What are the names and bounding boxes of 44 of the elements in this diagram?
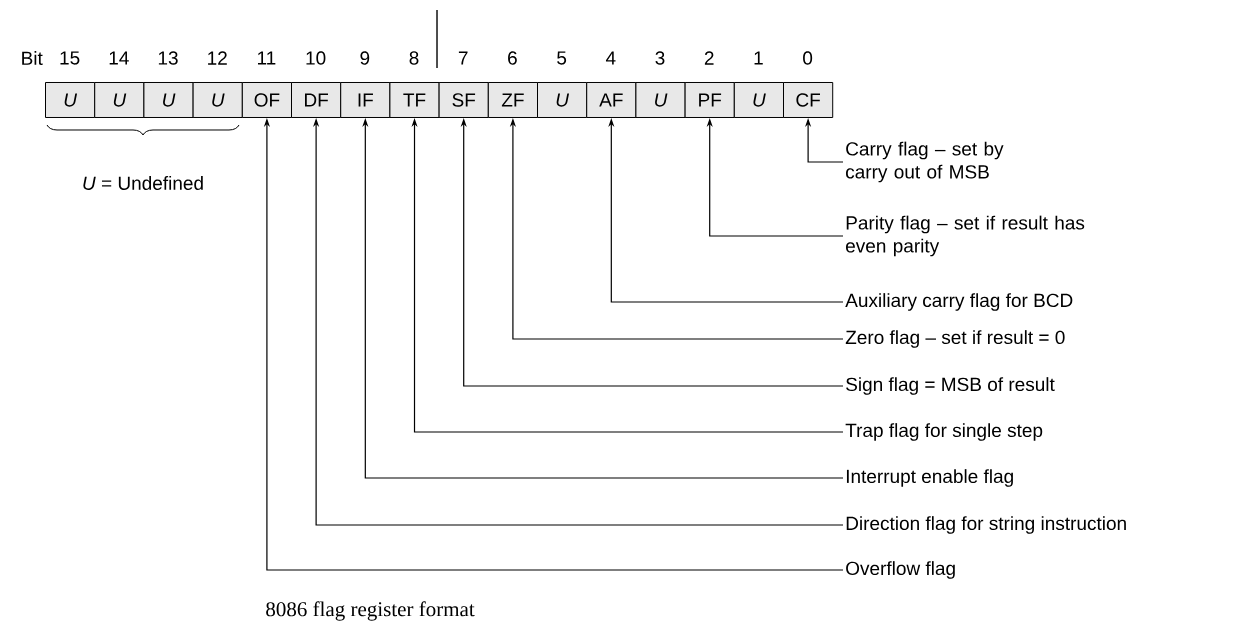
bit-number: 12 xyxy=(208,51,227,65)
bit-number: 6 xyxy=(508,51,517,65)
bit-number: 8 xyxy=(409,51,419,65)
description-text: Carry flag – set by carry out of MSB xyxy=(846,141,1004,183)
register-cell: DF xyxy=(291,82,342,118)
register-cell: U xyxy=(635,82,686,118)
register-cell: OF xyxy=(241,82,292,118)
description-text: Direction flag for string instruction xyxy=(846,516,1126,534)
bit-number: 15 xyxy=(60,51,80,65)
bit-number: 14 xyxy=(109,51,129,65)
bit-number: 5 xyxy=(557,51,567,65)
description-text: Overflow flag xyxy=(846,561,955,579)
register-cell: U xyxy=(94,82,145,118)
register-cell: CF xyxy=(783,82,834,118)
bit-number: 0 xyxy=(803,51,813,65)
description-text: Parity flag – set if result has even parity xyxy=(846,215,1085,257)
bit-number: 13 xyxy=(158,51,178,65)
register-cell: TF xyxy=(389,82,440,118)
register-cell: ZF xyxy=(487,82,538,118)
register-cell: AF xyxy=(586,82,637,118)
bit-number: 1 xyxy=(754,51,763,65)
description-text: Interrupt enable flag xyxy=(846,469,1013,487)
register-cell: U xyxy=(537,82,588,118)
bit-number: 10 xyxy=(306,51,326,65)
description-text: Sign flag = MSB of result xyxy=(846,377,1055,395)
register-cell: U xyxy=(45,82,96,118)
description-text: Auxiliary carry flag for BCD xyxy=(845,293,1073,311)
axis-label: Bit xyxy=(22,51,43,65)
caption: 8086 flag register format xyxy=(266,601,475,621)
bit-number: 3 xyxy=(655,51,665,65)
bit-number: 7 xyxy=(458,51,468,65)
bit-number: 11 xyxy=(258,51,276,65)
register-cell: PF xyxy=(684,82,735,118)
bit-number: 2 xyxy=(704,51,714,65)
bit-number: 9 xyxy=(360,51,370,65)
register-cell: IF xyxy=(340,82,391,118)
register-cell: U xyxy=(733,82,784,118)
register-cell: U xyxy=(192,82,243,118)
description-text: Trap flag for single step xyxy=(845,423,1043,441)
register-cell: U xyxy=(143,82,194,118)
description-text: Zero flag – set if result = 0 xyxy=(845,330,1065,348)
bit-number: 4 xyxy=(605,51,616,65)
note-text: U = Undefined xyxy=(83,176,203,190)
register-cell: SF xyxy=(438,82,489,118)
